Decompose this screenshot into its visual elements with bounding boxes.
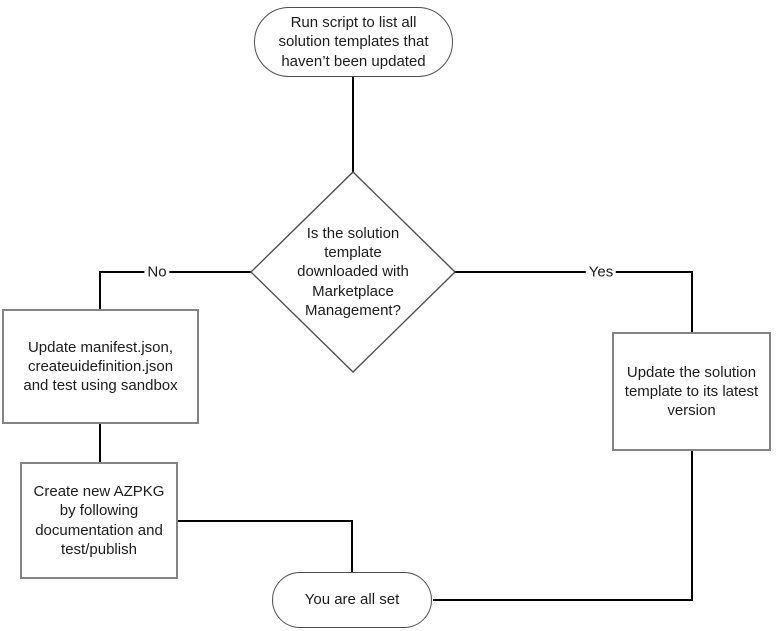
end-terminator: You are all set bbox=[272, 572, 432, 628]
process-update-template-label: Update the solution template to its late… bbox=[624, 363, 759, 420]
connector-template-to-end bbox=[433, 450, 693, 601]
decision-node-label: Is the solution template downloaded with… bbox=[297, 225, 409, 319]
process-update-template: Update the solution template to its late… bbox=[612, 332, 771, 451]
connector-decision-no-to-manifest bbox=[99, 271, 253, 310]
branch-label-no: No bbox=[144, 263, 170, 281]
process-create-azpkg-label: Create new AZPKG by following documentat… bbox=[33, 483, 165, 558]
branch-label-yes: Yes bbox=[585, 263, 617, 281]
start-terminator-label: Run script to list all solution template… bbox=[278, 14, 429, 70]
start-terminator: Run script to list all solution template… bbox=[254, 7, 453, 77]
end-terminator-label: You are all set bbox=[304, 591, 400, 609]
decision-diamond-shape bbox=[250, 171, 456, 373]
decision-node: Is the solution template downloaded with… bbox=[290, 214, 416, 330]
process-update-manifest-label: Update manifest.json, createuidefinition… bbox=[23, 338, 178, 395]
process-create-azpkg: Create new AZPKG by following documentat… bbox=[20, 462, 178, 579]
process-update-manifest: Update manifest.json, createuidefinition… bbox=[2, 309, 199, 424]
connector-decision-yes-to-template bbox=[455, 271, 693, 333]
connector-azpkg-to-end bbox=[177, 520, 353, 573]
